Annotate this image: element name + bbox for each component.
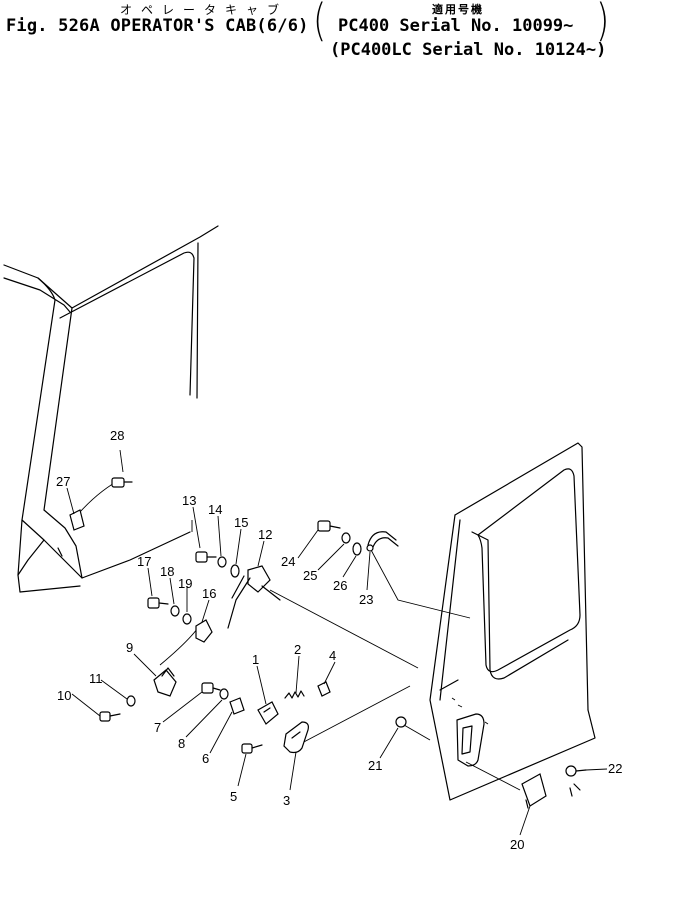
callout-4: 4: [329, 648, 336, 663]
callout-6: 6: [202, 751, 209, 766]
part-16-latch-plate: [195, 619, 213, 643]
callout-3: 3: [283, 793, 290, 808]
part-28-bolt: [111, 477, 133, 488]
serial-line-1: PC400 Serial No. 10099~: [338, 16, 574, 36]
part-7-bolt: [201, 682, 221, 694]
callout-16: 16: [202, 586, 216, 601]
cab-door: [429, 442, 596, 801]
part-3-outside-handle: [283, 721, 309, 754]
serial-line-2: (PC400LC Serial No. 10124~): [330, 40, 607, 60]
callout-18: 18: [160, 564, 174, 579]
part-26-washer: [352, 542, 362, 556]
callout-12: 12: [258, 527, 272, 542]
callout-9: 9: [126, 640, 133, 655]
japanese-title: オペレータキャブ: [120, 3, 289, 17]
part-18-washer: [170, 605, 180, 617]
callout-19: 19: [178, 576, 192, 591]
part-6-spacer: [229, 697, 245, 715]
callout-11: 11: [89, 671, 103, 686]
callout-17: 17: [137, 554, 151, 569]
part-2-spring: [284, 690, 305, 699]
callout-8: 8: [178, 736, 185, 751]
door-marks: [451, 697, 489, 725]
part-24-bolt: [317, 520, 341, 532]
part-10-bolt: [99, 711, 121, 722]
callout-15: 15: [234, 515, 248, 530]
callout-23: 23: [359, 592, 373, 607]
part-5-bolt: [241, 743, 263, 754]
callout-20: 20: [510, 837, 524, 852]
callout-27: 27: [56, 474, 70, 489]
callout-21: 21: [368, 758, 382, 773]
cab-body: [3, 225, 219, 593]
callout-labels: 28 27 13 14 15 12 24 25 26 23 17 18 19 1…: [56, 428, 622, 852]
callout-7: 7: [154, 720, 161, 735]
callout-10: 10: [57, 688, 71, 703]
part-9-striker: [153, 667, 177, 697]
callout-5: 5: [230, 789, 237, 804]
part-23-grab-handle: [366, 531, 399, 552]
part-8-washer: [219, 688, 229, 700]
part-1-lock-cylinder: [257, 701, 279, 725]
part-15-washer: [230, 564, 240, 578]
callout-28: 28: [110, 428, 124, 443]
callout-24: 24: [281, 554, 295, 569]
right-bracket: ): [596, 0, 610, 48]
figure-title: Fig. 526A OPERATOR'S CAB(6/6): [6, 16, 309, 36]
part-21-nut: [395, 716, 407, 728]
callout-leaders: [66, 487, 608, 836]
part-4-clip: [317, 681, 331, 697]
callout-25: 25: [303, 568, 317, 583]
japanese-serial-label: 適用号機: [432, 3, 484, 16]
callout-22: 22: [608, 761, 622, 776]
part-12-lock-assembly: [227, 565, 281, 629]
part-27-bracket: [69, 509, 85, 531]
callout-1: 1: [252, 652, 259, 667]
part-17-bolt: [147, 597, 169, 609]
callout-26: 26: [333, 578, 347, 593]
part-25-washer: [341, 532, 351, 544]
part-20-cover: [521, 773, 547, 809]
callout-14: 14: [208, 502, 222, 517]
part-14-washer: [217, 556, 227, 568]
part-13-bolt: [195, 551, 217, 563]
part-19-washer: [182, 613, 192, 625]
part-11-washer: [126, 695, 136, 707]
part-22-key: [565, 765, 587, 797]
left-bracket: (: [313, 0, 327, 48]
callout-13: 13: [182, 493, 196, 508]
callout-2: 2: [294, 642, 301, 657]
